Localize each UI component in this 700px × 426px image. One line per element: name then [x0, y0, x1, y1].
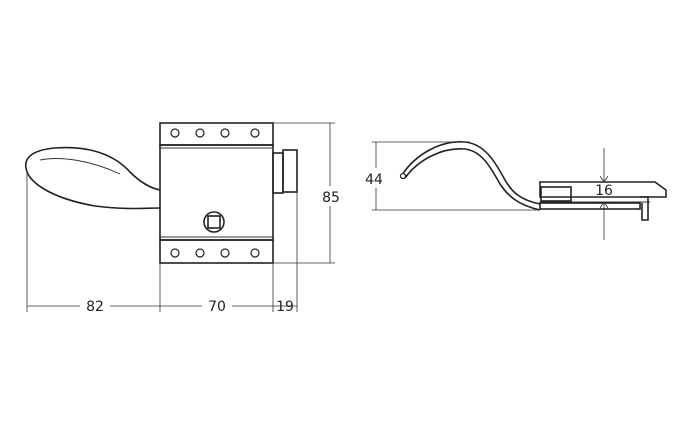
lock-body: [159, 144, 274, 241]
screw-hole: [195, 248, 205, 258]
spindle-boss: [203, 211, 225, 233]
push-button: [272, 152, 284, 194]
screw-hole: [220, 128, 230, 138]
bottom-plate: [159, 239, 274, 264]
square-spindle: [207, 215, 221, 229]
side-dimensions: 44 16: [362, 141, 613, 240]
side-lever: [401, 141, 541, 205]
side-hook: [640, 196, 649, 221]
side-base-plate: [539, 181, 667, 198]
screw-hole: [170, 128, 180, 138]
dim-44-label: 44: [365, 172, 383, 188]
dim-82-label: 82: [86, 299, 104, 315]
push-button-cap: [282, 149, 298, 193]
side-tail: [539, 202, 641, 210]
screw-hole: [250, 248, 260, 258]
screw-hole: [250, 128, 260, 138]
screw-hole: [170, 248, 180, 258]
lever-handle: [24, 146, 161, 210]
front-dimensions: 82 70 19 85: [26, 122, 344, 315]
dim-70-label: 70: [208, 299, 226, 315]
dim-19-label: 19: [276, 299, 294, 315]
screw-hole: [220, 248, 230, 258]
screw-hole: [195, 128, 205, 138]
side-view: [399, 141, 667, 221]
front-view: [24, 122, 298, 264]
dim-16-label: 16: [595, 183, 613, 199]
dim-85-label: 85: [322, 190, 340, 206]
side-clip: [540, 186, 572, 202]
